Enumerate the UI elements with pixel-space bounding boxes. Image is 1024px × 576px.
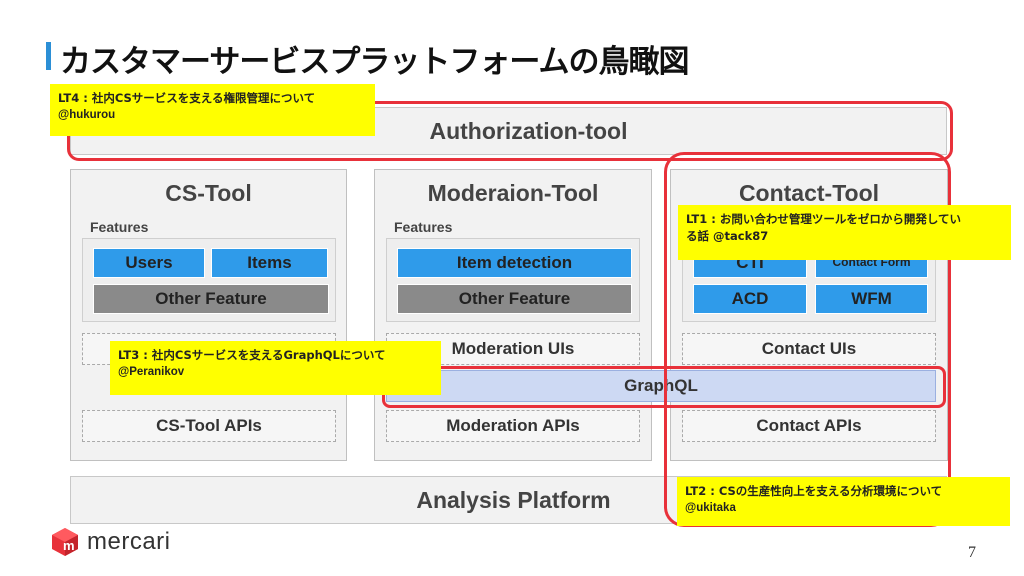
graphql-layer: GraphQL <box>386 370 936 402</box>
svg-text:m: m <box>63 538 75 553</box>
lt1-note-title: LT1 : お問い合わせ管理ツールをゼロから開発してい <box>686 212 962 226</box>
users-feature: Users <box>93 248 205 278</box>
lt2-note-speaker: @ukitaka <box>685 501 736 514</box>
mercari-logo: m mercari <box>50 527 171 557</box>
analysis-platform-label: Analysis Platform <box>416 486 611 513</box>
title-accent-bar <box>46 42 51 70</box>
cs-other-feature: Other Feature <box>93 284 329 314</box>
contact-uis: Contact UIs <box>682 333 936 365</box>
lt4-note-speaker: @hukurou <box>58 108 116 121</box>
mercari-box-icon: m <box>50 527 80 557</box>
lt2-note: LT2 : CSの生産性向上を支える分析環境について @ukitaka <box>677 477 1010 526</box>
cs-tool-apis: CS-Tool APIs <box>82 410 336 442</box>
moderation-apis: Moderation APIs <box>386 410 640 442</box>
contact-tool-title: Contact-Tool <box>738 180 880 206</box>
acd-feature: ACD <box>693 284 807 314</box>
lt1-note: LT1 : お問い合わせ管理ツールをゼロから開発してい る話 @tack87 <box>678 205 1011 260</box>
lt2-note-title: LT2 : CSの生産性向上を支える分析環境について <box>685 484 943 498</box>
cs-features-label: Features <box>90 219 149 235</box>
moderation-tool-title: Moderaion-Tool <box>427 180 599 206</box>
items-feature: Items <box>211 248 328 278</box>
moderation-other-feature: Other Feature <box>397 284 632 314</box>
page-number: 7 <box>968 544 976 561</box>
item-detection-feature: Item detection <box>397 248 632 278</box>
mercari-wordmark: mercari <box>87 528 171 555</box>
page-title: カスタマーサービスプラットフォームの鳥瞰図 <box>60 44 689 80</box>
wfm-feature: WFM <box>815 284 928 314</box>
graphql-highlight <box>382 366 946 408</box>
authorization-tool-label: Authorization-tool <box>429 117 628 144</box>
lt1-note-speaker: る話 @tack87 <box>686 228 769 243</box>
moderation-features-label: Features <box>394 219 453 235</box>
lt4-note: LT4 : 社内CSサービスを支える権限管理について @hukurou <box>50 84 375 136</box>
lt3-note-title: LT3 : 社内CSサービスを支えるGraphQLについて <box>118 348 386 362</box>
lt3-note-speaker: @Peranikov <box>118 365 185 378</box>
lt4-note-title: LT4 : 社内CSサービスを支える権限管理について <box>58 91 316 105</box>
lt3-note: LT3 : 社内CSサービスを支えるGraphQLについて @Peranikov <box>110 341 441 395</box>
contact-apis: Contact APIs <box>682 410 936 442</box>
cs-tool-title: CS-Tool <box>165 180 252 206</box>
